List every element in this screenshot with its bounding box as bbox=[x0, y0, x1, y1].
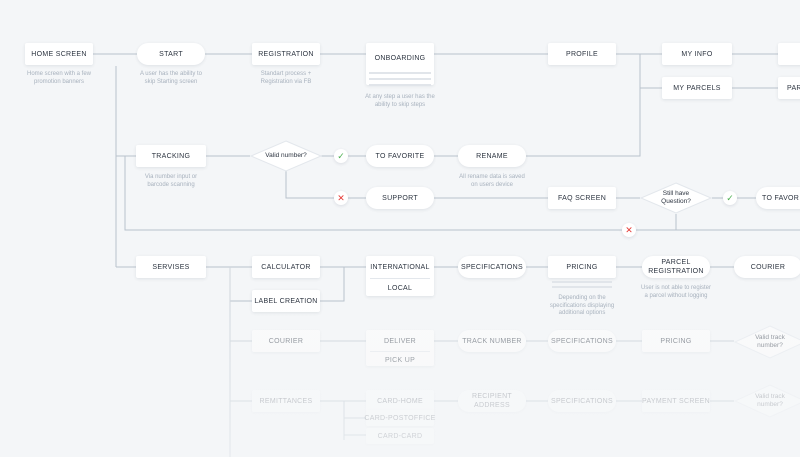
node-card-card[interactable]: CARD-CARD bbox=[366, 428, 434, 444]
node-label-creation[interactable]: LABEL CREATION bbox=[252, 290, 320, 312]
option-deliver[interactable]: DELIVER bbox=[383, 338, 417, 345]
node-pricing-2[interactable]: PRICING bbox=[642, 330, 710, 352]
onboarding-lines bbox=[369, 72, 431, 90]
node-calculator[interactable]: CALCULATOR bbox=[252, 256, 320, 278]
node-rename[interactable]: RENAME bbox=[458, 145, 526, 167]
option-local[interactable]: LOCAL bbox=[387, 285, 413, 292]
node-card-home[interactable]: CARD-HOME bbox=[366, 390, 434, 412]
node-to-favorite-cut[interactable]: TO FAVOR bbox=[756, 187, 800, 209]
decision-valid-number[interactable]: Valid number? bbox=[250, 140, 322, 172]
divider bbox=[370, 278, 430, 279]
check-icon: ✓ bbox=[334, 149, 348, 163]
node-faq-screen[interactable]: FAQ SCREEN bbox=[548, 187, 616, 209]
node-pricing[interactable]: PRICING bbox=[548, 256, 616, 278]
check-icon: ✓ bbox=[723, 191, 737, 205]
node-support[interactable]: SUPPORT bbox=[366, 187, 434, 209]
option-pick-up[interactable]: PICK UP bbox=[384, 357, 416, 364]
node-to-favorite[interactable]: TO FAVORITE bbox=[366, 145, 434, 167]
node-specifications[interactable]: SPECIFICATIONS bbox=[458, 256, 526, 278]
node-start[interactable]: START bbox=[137, 43, 205, 65]
cross-icon: ✕ bbox=[622, 223, 636, 237]
node-servises[interactable]: SERVISES bbox=[136, 256, 206, 278]
node-onboarding[interactable]: ONBOARDING bbox=[366, 43, 434, 86]
note-registration: Standart process +Registration via FB bbox=[260, 71, 312, 85]
node-specifications-3[interactable]: SPECIFICATIONS bbox=[548, 390, 616, 412]
node-specifications-2[interactable]: SPECIFICATIONS bbox=[548, 330, 616, 352]
node-my-info[interactable]: MY INFO bbox=[662, 43, 732, 65]
option-international[interactable]: INTERNATIONAL bbox=[370, 264, 430, 271]
node-profile[interactable]: PROFILE bbox=[548, 43, 616, 65]
node-remittances[interactable]: REMITTANCES bbox=[252, 390, 320, 412]
node-courier[interactable]: COURIER bbox=[734, 256, 800, 278]
node-track-number[interactable]: TRACK NUMBER bbox=[458, 330, 526, 352]
node-card-postoffice[interactable]: CARD-POSTOFFICE bbox=[364, 410, 435, 426]
divider bbox=[370, 351, 430, 352]
node-deliver-pickup[interactable]: DELIVER PICK UP bbox=[366, 330, 434, 366]
node-payment-screen[interactable]: PAYMENT SCREEN bbox=[642, 390, 710, 412]
cross-icon: ✕ bbox=[334, 191, 348, 205]
node-parcels-cut[interactable]: PARC bbox=[778, 77, 800, 99]
node-courier-service[interactable]: COURIER bbox=[252, 330, 320, 352]
node-my-info-next[interactable] bbox=[778, 43, 800, 65]
node-home-screen[interactable]: HOME SCREEN bbox=[25, 43, 93, 65]
node-tracking[interactable]: TRACKING bbox=[136, 145, 206, 167]
node-international-local[interactable]: INTERNATIONAL LOCAL bbox=[366, 256, 434, 296]
node-registration[interactable]: REGISTRATION bbox=[252, 43, 320, 65]
node-my-parcels[interactable]: MY PARCELS bbox=[662, 77, 732, 99]
pricing-lines bbox=[552, 281, 612, 288]
